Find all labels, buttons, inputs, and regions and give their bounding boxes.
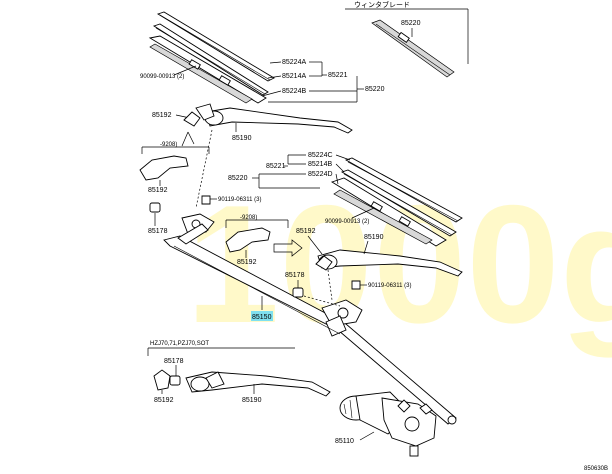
callout-link: 85150 xyxy=(252,314,272,321)
pivot-cap-a xyxy=(183,111,201,127)
callout-rubber-b1: 85224B xyxy=(282,88,306,95)
bracket-mark-2: -9208) xyxy=(240,215,257,221)
bolt-2-part xyxy=(351,280,361,290)
callout-cap-a: 85192 xyxy=(152,112,172,119)
pivot-cap-d xyxy=(315,255,333,271)
callout-nut-3: 85178 xyxy=(164,358,184,365)
callout-rubber-c: 85224C xyxy=(308,152,333,159)
callout-bolt-1: 90119-06311 (3) xyxy=(218,197,261,203)
callout-rubber-a1: 85224A xyxy=(282,59,306,66)
callout-blade-set-3: 85221 xyxy=(266,163,286,170)
callout-arm-upper: 85190 xyxy=(232,135,252,142)
callout-blade-set-2: 85220 xyxy=(365,86,385,93)
pivot-cap-e xyxy=(153,369,171,391)
bottom-wiper-arm xyxy=(185,371,331,397)
callout-blade-set-1: 85221 xyxy=(328,72,348,79)
arm-cover-upper xyxy=(139,155,189,181)
middle-blade-assembly xyxy=(330,157,463,247)
arm-cover-lower xyxy=(225,227,271,253)
model-note: HZJ70,71,PZJ70,SOT xyxy=(150,341,209,347)
callout-cap-b: 85192 xyxy=(148,187,168,194)
callout-arm-lower: 85190 xyxy=(364,234,384,241)
figure-code: 850630B xyxy=(584,466,608,472)
callout-rubber-b2: 85214B xyxy=(308,161,332,168)
arrow-hint xyxy=(273,239,303,257)
callout-winter-blade: 85220 xyxy=(401,20,421,27)
callout-bolt-2: 90119-06311 (3) xyxy=(368,283,411,289)
callout-rubber-a2: 85214A xyxy=(282,73,306,80)
callout-cap-d: 85192 xyxy=(296,228,316,235)
callout-nut-2: 85178 xyxy=(285,272,305,279)
upper-wiper-arm xyxy=(195,103,353,134)
callout-arm-bottom: 85190 xyxy=(242,397,262,404)
top-blade-assembly xyxy=(148,11,275,104)
wiper-motor xyxy=(339,391,457,457)
bolt-1-part xyxy=(201,195,211,205)
nut-2-part xyxy=(292,287,304,298)
callout-nut-1: 85178 xyxy=(148,228,168,235)
nut-1-part xyxy=(149,202,161,213)
winter-blade-legend: ウィンタブレード xyxy=(354,0,410,9)
nut-3-part xyxy=(169,375,181,386)
callout-cap-e: 85192 xyxy=(154,397,174,404)
callout-motor: 85110 xyxy=(335,438,354,445)
callout-rubber-d: 85224D xyxy=(308,171,333,178)
callout-blade-set-4: 85220 xyxy=(228,175,248,182)
callout-rivet-1: 90099-00913 (2) xyxy=(140,74,184,80)
winter-blade-part xyxy=(371,19,455,78)
callout-rivet-2: 90099-00913 (2) xyxy=(325,219,369,225)
bracket-mark-1: -9208) xyxy=(160,142,177,148)
link-highlight xyxy=(251,311,273,321)
callout-cap-c: 85192 xyxy=(237,259,257,266)
winter-blade-inset: ウィンタブレード 85220 xyxy=(345,0,469,78)
